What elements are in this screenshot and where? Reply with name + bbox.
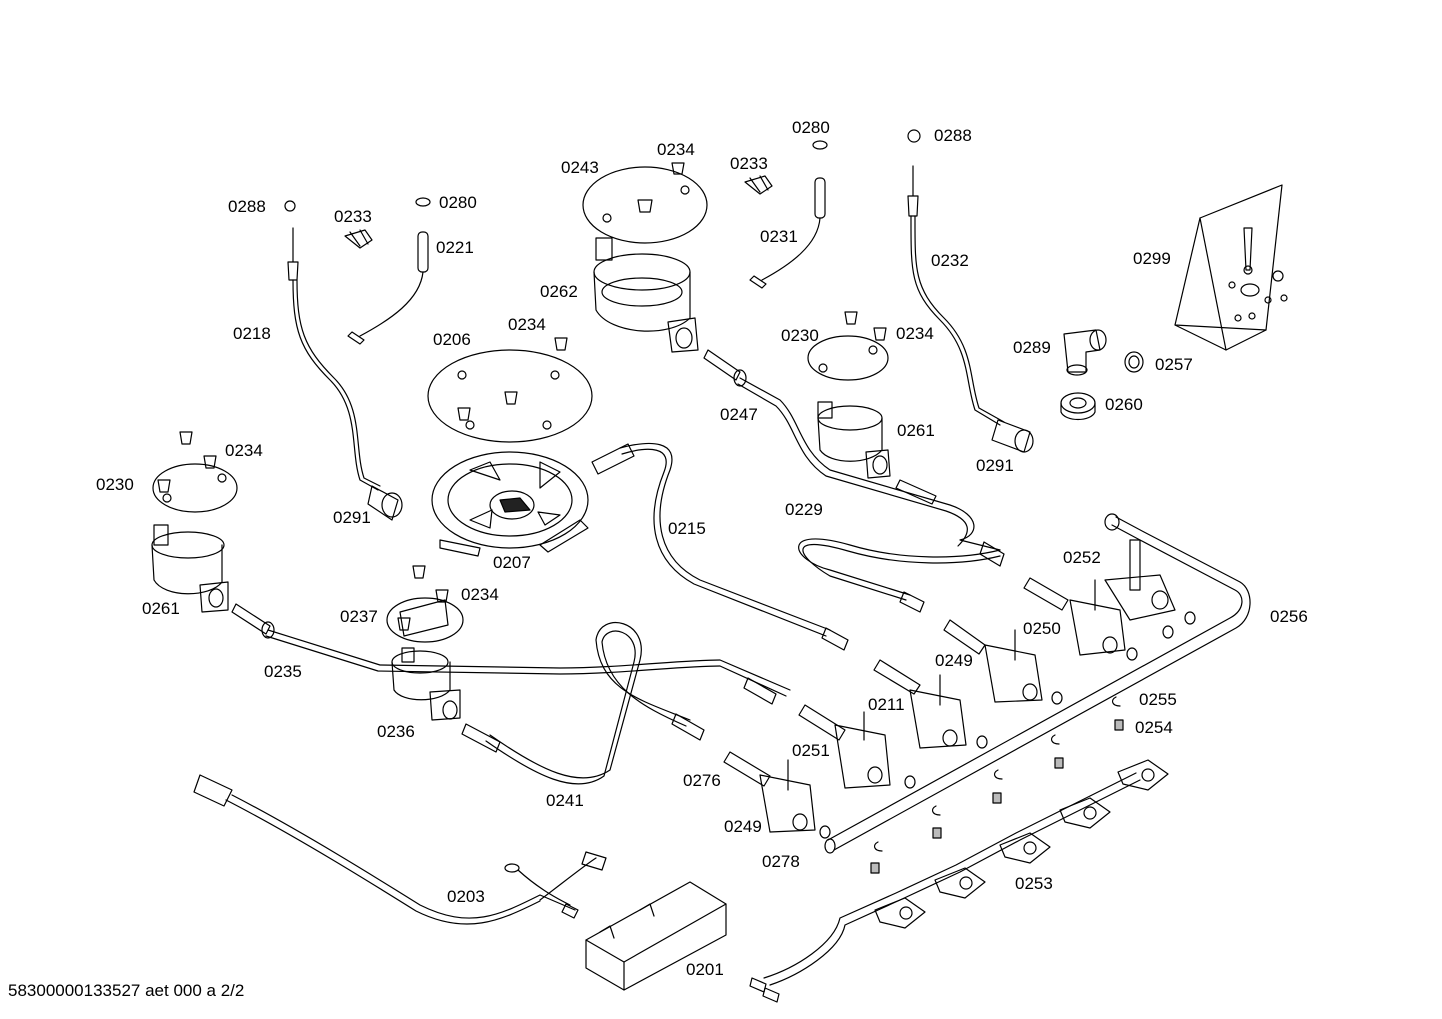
gas-valve-0251[interactable]	[834, 711, 891, 789]
valve-nozzle-0252[interactable]	[1023, 577, 1069, 611]
burner-housing-0261-right[interactable]	[817, 401, 891, 479]
part-label: 0257	[1155, 355, 1193, 374]
burner-housing-0261-left[interactable]	[151, 524, 229, 613]
valve-nozzle-0250[interactable]	[943, 619, 986, 655]
part-label: 0234	[225, 441, 263, 460]
part-label: 0253	[1015, 874, 1053, 893]
part-label: 0207	[493, 553, 531, 572]
part-label: 0261	[142, 599, 180, 618]
part-label: 0234	[508, 315, 546, 334]
gas-manifold-0256[interactable]	[824, 513, 1251, 854]
part-label: 0252	[1063, 548, 1101, 567]
part-label: 0280	[439, 193, 477, 212]
burner-ring-0237[interactable]	[386, 565, 464, 643]
part-label: 0230	[781, 326, 819, 345]
part-label: 0247	[720, 405, 758, 424]
gas-valve-0250[interactable]	[984, 629, 1043, 703]
gas-tube-0247[interactable]	[737, 377, 1001, 551]
part-label: 0255	[1139, 690, 1177, 709]
part-label: 0235	[264, 662, 302, 681]
part-label: 0254	[1135, 718, 1173, 737]
seal-ring-0257[interactable]	[1124, 351, 1144, 373]
part-label: 0231	[760, 227, 798, 246]
part-label: 0211	[868, 695, 905, 714]
manifold-washers	[819, 611, 1196, 839]
burner-housing-0236[interactable]	[391, 647, 461, 721]
burner-ring-0230-left[interactable]	[152, 431, 238, 513]
part-label: 0233	[730, 154, 768, 173]
nut-0260[interactable]	[1060, 392, 1096, 421]
gas-tube-0229[interactable]	[798, 538, 1005, 613]
part-label: 0288	[228, 197, 266, 216]
burner-ring-0230-right[interactable]	[807, 311, 889, 381]
part-label: 0280	[792, 118, 830, 137]
part-label: 0261	[897, 421, 935, 440]
part-label: 0249	[724, 817, 762, 836]
gas-tube-0241[interactable]	[461, 622, 705, 785]
clip-0233-right[interactable]	[744, 175, 773, 195]
part-label: 0241	[546, 791, 584, 810]
nozzle-0235[interactable]	[231, 603, 275, 639]
valve-nozzle-0251[interactable]	[798, 704, 846, 741]
document-footer-code: 58300000133527 aet 000 a 2/2	[8, 981, 245, 1000]
gas-valve-0252[interactable]	[1104, 539, 1176, 621]
burner-ring-0206[interactable]	[427, 337, 593, 443]
gas-tube-0235[interactable]	[265, 629, 791, 705]
clip-0255[interactable]	[873, 696, 1121, 852]
part-label: 0249	[935, 651, 973, 670]
part-label: 0233	[334, 207, 372, 226]
part-labels: 0288 0233 0280 0221 0218 0206 0234 0243 …	[96, 118, 1308, 979]
wok-burner-0207[interactable]	[431, 451, 589, 557]
part-label: 0237	[340, 607, 378, 626]
part-label: 0232	[931, 251, 969, 270]
cable-0203[interactable]	[193, 774, 607, 925]
clip-0233-left[interactable]	[344, 229, 373, 249]
part-label: 0234	[896, 324, 934, 343]
part-label: 0218	[233, 324, 271, 343]
gas-valve-0249-top[interactable]	[909, 674, 967, 749]
accessory-bag-0299[interactable]	[1174, 184, 1288, 351]
valve-nozzle-0211[interactable]	[873, 659, 921, 695]
thermocouple-0218[interactable]	[284, 200, 403, 521]
valve-nozzle-0276[interactable]	[723, 751, 771, 787]
part-label: 0229	[785, 500, 823, 519]
part-label: 0221	[436, 238, 474, 257]
ignition-electrode-0221[interactable]	[347, 197, 431, 345]
part-label: 0243	[561, 158, 599, 177]
gas-tube-0215[interactable]	[591, 442, 849, 651]
part-label: 0262	[540, 282, 578, 301]
gas-valve-0249-bottom[interactable]	[759, 759, 816, 833]
spring-0254[interactable]	[870, 719, 1124, 874]
part-label: 0299	[1133, 249, 1171, 268]
part-label: 0230	[96, 475, 134, 494]
part-label: 0215	[668, 519, 706, 538]
part-label: 0291	[976, 456, 1014, 475]
part-label: 0203	[447, 887, 485, 906]
burner-ring-0243[interactable]	[582, 162, 708, 244]
ignition-switch-harness-0253[interactable]	[749, 759, 1169, 1003]
part-label: 0234	[657, 140, 695, 159]
gas-valve-0250-top[interactable]	[1069, 579, 1126, 656]
part-label: 0234	[461, 585, 499, 604]
part-label: 0278	[762, 852, 800, 871]
part-label: 0206	[433, 330, 471, 349]
thermocouple-0232[interactable]	[907, 129, 1034, 453]
part-label: 0260	[1105, 395, 1143, 414]
part-label: 0201	[686, 960, 724, 979]
part-label: 0236	[377, 722, 415, 741]
part-label: 0291	[333, 508, 371, 527]
ignition-electrode-0231[interactable]	[749, 140, 828, 289]
nozzle-0247[interactable]	[703, 349, 747, 387]
ignition-module-0201[interactable]	[585, 881, 727, 991]
part-label: 0250	[1023, 619, 1061, 638]
elbow-fitting-0289[interactable]	[1063, 329, 1107, 376]
burner-housing-0262[interactable]	[593, 237, 699, 353]
part-label: 0251	[792, 741, 830, 760]
part-label: 0288	[934, 126, 972, 145]
part-label: 0289	[1013, 338, 1051, 357]
part-label: 0256	[1270, 607, 1308, 626]
part-label: 0276	[683, 771, 721, 790]
